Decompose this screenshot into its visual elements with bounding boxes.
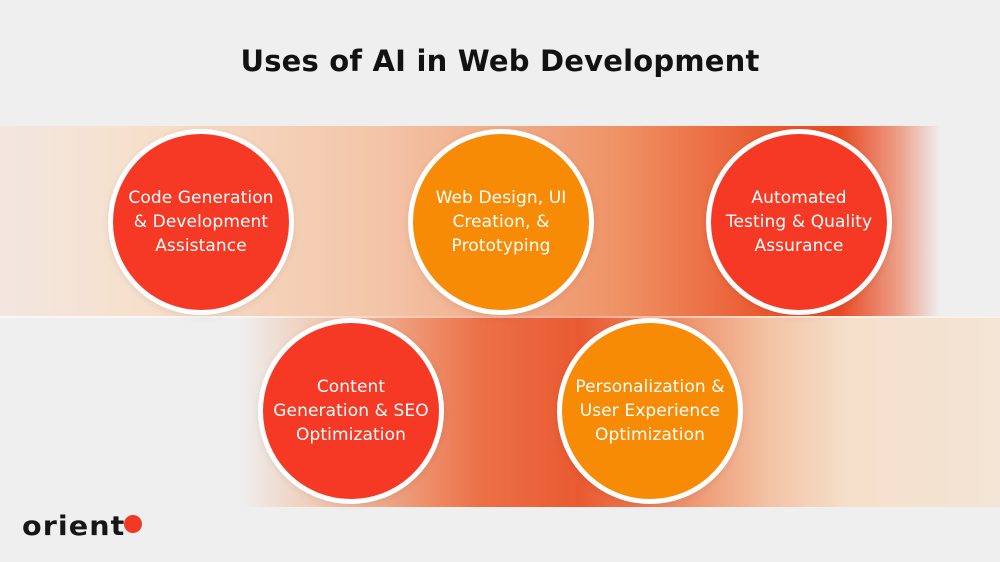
page-title: Uses of AI in Web Development xyxy=(240,44,760,78)
circle-label-content-generation: Content Generation & SEO Optimization xyxy=(273,377,429,445)
circle-web-design-ui-prototyping: Web Design, UI Creation, & Prototyping xyxy=(408,129,594,315)
bottom-gradient-band xyxy=(0,316,1000,507)
brand-logo: orient xyxy=(22,512,142,542)
circle-automated-testing-qa: Automated Testing & Quality Assurance xyxy=(706,129,892,315)
brand-logo-dot-icon xyxy=(123,515,142,533)
circle-code-generation-assistance: Code Generation & Development Assistance xyxy=(108,129,294,315)
circle-label-personalization: Personalization & User Experience Optimi… xyxy=(575,377,725,445)
circle-label-web-design: Web Design, UI Creation, & Prototyping xyxy=(435,188,567,256)
circle-label-automated-testing: Automated Testing & Quality Assurance xyxy=(725,188,873,256)
circle-label-code-generation: Code Generation & Development Assistance xyxy=(128,188,274,256)
brand-logo-text: orient xyxy=(22,511,126,542)
circle-content-generation-seo: Content Generation & SEO Optimization xyxy=(258,318,444,504)
circle-personalization-ux: Personalization & User Experience Optimi… xyxy=(557,318,743,504)
